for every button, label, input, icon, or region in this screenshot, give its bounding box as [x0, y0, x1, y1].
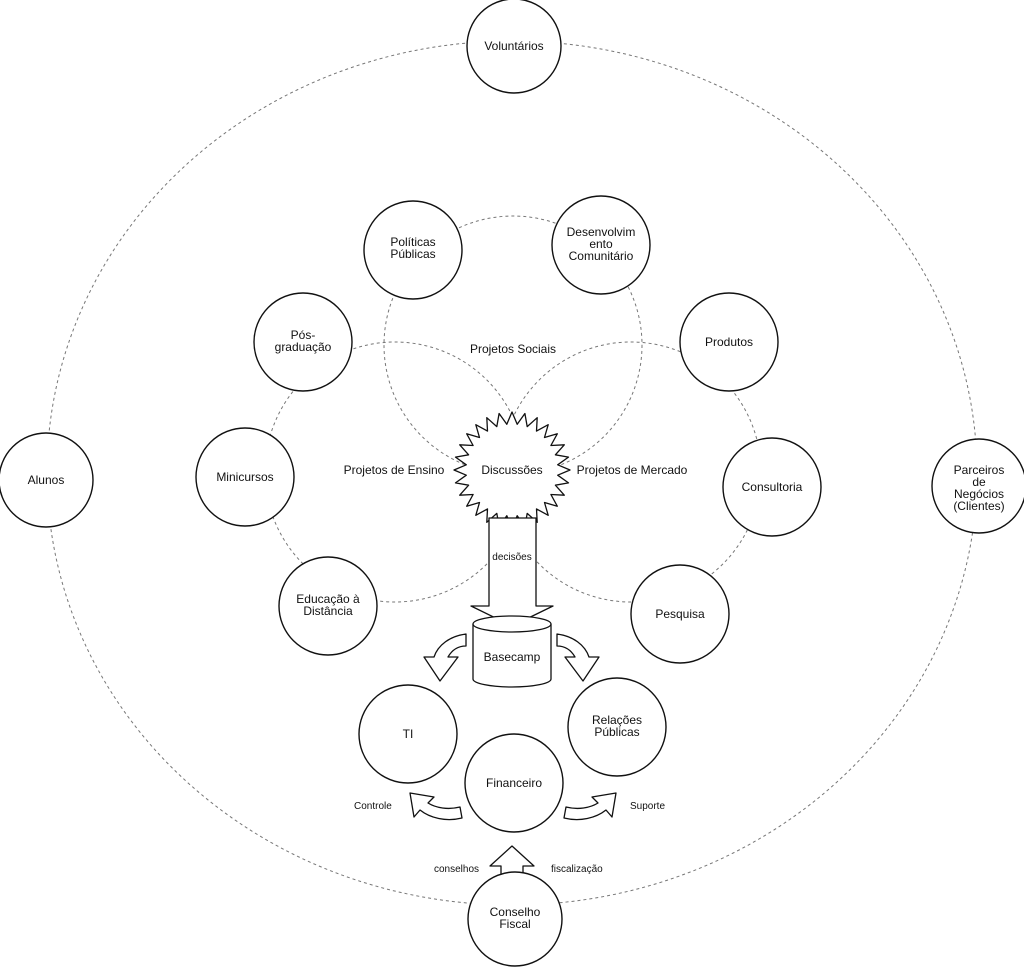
controle-label: Controle	[354, 801, 392, 812]
produtos-line: Produtos	[705, 335, 753, 349]
conselhos-label: conselhos	[434, 864, 479, 875]
relacoes-publicas-line: Relações	[592, 713, 642, 727]
ti-node: TI	[358, 684, 458, 784]
projetos-sociais-ring	[383, 215, 643, 475]
fiscalizacao-label: fiscalização	[551, 864, 603, 875]
desenvolvimento-line: ento	[589, 237, 613, 251]
pos-graduacao-label: Pós-graduação	[275, 328, 332, 354]
relacoes-publicas-line: Públicas	[594, 725, 639, 739]
pos-graduacao-line: graduação	[275, 340, 332, 354]
voluntarios-node: Voluntários	[466, 0, 562, 94]
basecamp-label: Basecamp	[484, 650, 541, 664]
pesquisa-line: Pesquisa	[655, 607, 705, 621]
financeiro-line: Financeiro	[486, 776, 542, 790]
decisoes-arrow: decisões	[470, 517, 554, 627]
parceiros-line: Negócios	[954, 487, 1004, 501]
desenvolvimento-line: Desenvolvim	[567, 225, 636, 239]
consultoria-label: Consultoria	[742, 480, 803, 494]
parceiros-line: (Clientes)	[953, 499, 1004, 513]
politicas-line: Públicas	[390, 247, 435, 261]
voluntarios-line: Voluntários	[484, 39, 543, 53]
alunos-line: Alunos	[28, 473, 65, 487]
discussoes-label: Discussões	[481, 463, 542, 477]
parceiros-line: de	[972, 475, 986, 489]
decisoes-label: decisões	[492, 552, 531, 563]
curved-arrow-left	[423, 633, 467, 682]
produtos-label: Produtos	[705, 335, 753, 349]
discussoes-starburst: Discussões	[453, 411, 571, 529]
suporte-arrow: Suporte	[563, 792, 665, 821]
minicursos-line: Minicursos	[216, 470, 273, 484]
alunos-node: Alunos	[0, 432, 94, 528]
projetos-mercado-label: Projetos de Mercado	[577, 463, 688, 477]
voluntarios-label: Voluntários	[484, 39, 543, 53]
suporte-label: Suporte	[630, 801, 665, 812]
ti-line: TI	[403, 727, 414, 741]
desenvolvimento-line: Comunitário	[569, 249, 634, 263]
financeiro-label: Financeiro	[486, 776, 542, 790]
educacao-distancia-line: Distância	[303, 604, 353, 618]
pos-graduacao-line: Pós-	[291, 328, 316, 342]
produtos-node: Produtos	[679, 292, 779, 392]
minicursos-node: Minicursos	[195, 427, 295, 527]
financeiro-node: Financeiro	[464, 733, 564, 833]
curved-arrow-right	[556, 633, 600, 682]
controle-arrow: Controle	[354, 792, 463, 821]
parceiros-line: Parceiros	[954, 463, 1005, 477]
ti-label: TI	[403, 727, 414, 741]
conselho-fiscal-line: Conselho	[490, 905, 541, 919]
pesquisa-node: Pesquisa	[630, 564, 730, 664]
projetos-ensino-label: Projetos de Ensino	[344, 463, 445, 477]
politicas-line: Políticas	[390, 235, 435, 249]
minicursos-label: Minicursos	[216, 470, 273, 484]
pesquisa-label: Pesquisa	[655, 607, 705, 621]
consultoria-line: Consultoria	[742, 480, 803, 494]
projetos-sociais-label: Projetos Sociais	[470, 342, 556, 356]
conselho-fiscal-line: Fiscal	[499, 917, 530, 931]
alunos-label: Alunos	[28, 473, 65, 487]
educacao-distancia-line: Educação à	[296, 592, 360, 606]
consultoria-node: Consultoria	[722, 437, 822, 537]
basecamp-cylinder: Basecamp	[472, 615, 552, 688]
pos-graduacao-node: Pós-graduação	[253, 292, 353, 392]
